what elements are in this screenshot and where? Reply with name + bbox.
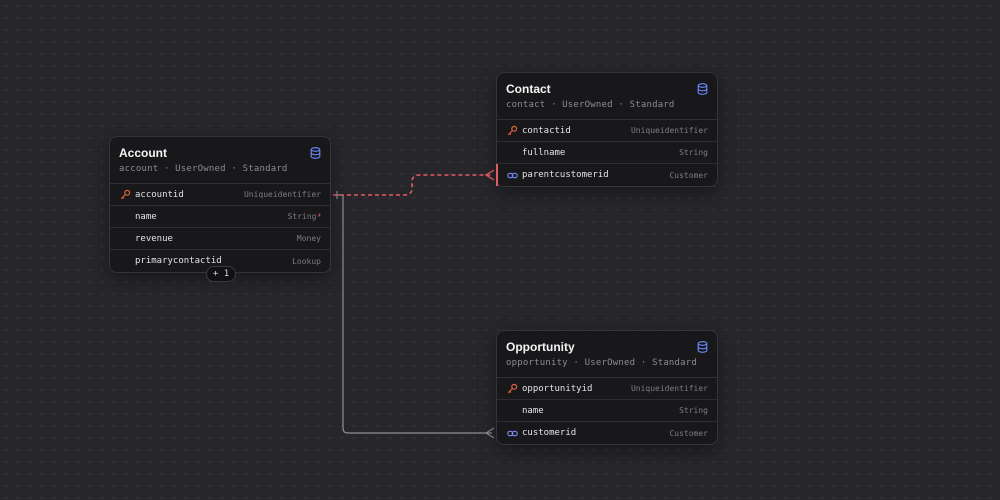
field-type: Uniqueidentifier (243, 190, 321, 199)
field-name: accountid (135, 189, 184, 200)
entity-header[interactable]: Opportunity opportunity · UserOwned · St… (497, 331, 717, 378)
key-icon (506, 383, 518, 395)
field-type: Lookup (292, 256, 321, 266)
field-row-accountid[interactable]: accountid Uniqueidentifier (110, 184, 330, 206)
field-name: name (522, 405, 544, 416)
relation-account-contact-crowfoot (484, 169, 495, 181)
field-type: Uniqueidentifier (630, 384, 708, 393)
entity-card-opportunity[interactable]: Opportunity opportunity · UserOwned · St… (496, 330, 718, 445)
field-type: Uniqueidentifier (630, 126, 708, 135)
field-row-primarycontactid[interactable]: primarycontactid Lookup (110, 250, 330, 272)
empty-icon-slot (119, 233, 131, 245)
database-icon (697, 83, 708, 95)
entity-meta: contact · UserOwned · Standard (506, 100, 675, 110)
show-more-fields-button[interactable]: + 1 (206, 266, 236, 282)
field-name: customerid (522, 428, 577, 438)
field-row-contactid[interactable]: contactid Uniqueidentifier (497, 120, 717, 142)
entity-card-account[interactable]: Account account · UserOwned · Standard a… (109, 136, 331, 273)
field-row-parentcustomerid[interactable]: parentcustomerid Customer (496, 164, 717, 186)
key-icon (119, 189, 131, 201)
field-row-opportunityid[interactable]: opportunityid Uniqueidentifier (497, 378, 717, 400)
field-row-fullname[interactable]: fullname String (497, 142, 717, 164)
field-type: Customer (669, 170, 708, 180)
empty-icon-slot (506, 405, 518, 417)
empty-icon-slot (506, 147, 518, 159)
entity-title: Contact (506, 82, 551, 96)
entity-meta: account · UserOwned · Standard (119, 164, 288, 174)
field-row-revenue[interactable]: revenue Money (110, 228, 330, 250)
entity-card-contact[interactable]: Contact contact · UserOwned · Standard c… (496, 72, 718, 187)
field-type: Customer (669, 428, 708, 438)
link-icon (506, 427, 518, 439)
entity-header[interactable]: Account account · UserOwned · Standard (110, 137, 330, 184)
relation-account-opportunity[interactable] (333, 194, 492, 434)
empty-icon-slot (119, 255, 131, 267)
entity-header[interactable]: Contact contact · UserOwned · Standard (497, 73, 717, 120)
entity-title: Opportunity (506, 340, 575, 354)
field-name: name (135, 211, 157, 222)
database-icon (697, 341, 708, 353)
field-type: Money (296, 234, 321, 243)
required-marker: * (317, 211, 321, 222)
relation-account-opportunity-crowfoot (484, 427, 495, 439)
field-row-name[interactable]: name String * (110, 206, 330, 228)
field-name: opportunityid (522, 383, 593, 394)
field-name: parentcustomerid (522, 170, 609, 180)
link-icon (506, 169, 518, 181)
field-name: fullname (522, 147, 566, 158)
field-row-name[interactable]: name String (497, 400, 717, 422)
database-icon (310, 147, 321, 159)
key-icon (506, 125, 518, 137)
field-type: String (679, 406, 708, 415)
entity-title: Account (119, 146, 167, 160)
field-name: revenue (135, 233, 173, 244)
field-type: String (679, 148, 708, 157)
field-name: contactid (522, 125, 571, 136)
field-row-customerid[interactable]: customerid Customer (497, 422, 717, 444)
field-type: String (287, 212, 317, 221)
field-name: primarycontactid (135, 256, 222, 266)
empty-icon-slot (119, 211, 131, 223)
entity-meta: opportunity · UserOwned · Standard (506, 358, 698, 368)
relation-account-contact[interactable] (333, 174, 492, 196)
